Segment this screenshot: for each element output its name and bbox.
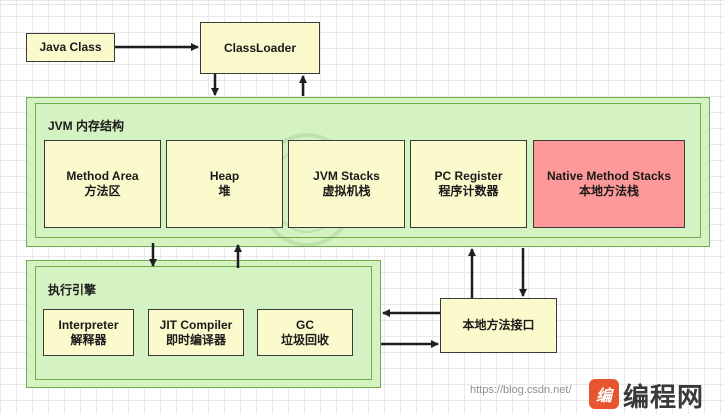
native-method-stacks-cn-label: 本地方法栈 <box>578 184 639 198</box>
native-interface-box: 本地方法接口 <box>440 298 557 353</box>
interpreter-box: Interpreter 解释器 <box>43 309 134 356</box>
jvm-memory-inner-frame <box>35 103 701 238</box>
native-interface-label: 本地方法接口 <box>462 318 535 332</box>
jit-compiler-cn-label: 即时编译器 <box>165 332 226 347</box>
jvm-memory-title: JVM 内存结构 <box>48 119 125 133</box>
jit-compiler-label: JIT Compiler <box>159 317 233 332</box>
jvm-stacks-cn-label: 虚拟机栈 <box>322 184 371 198</box>
gc-cn-label: 垃圾回收 <box>280 332 329 347</box>
jvm-stacks-box: JVM Stacks 虚拟机栈 <box>288 140 405 228</box>
logo-mark-icon: 编 <box>589 379 619 409</box>
interpreter-cn-label: 解释器 <box>70 332 107 347</box>
interpreter-label: Interpreter <box>58 317 119 332</box>
logo-text: 编程网 <box>623 382 705 412</box>
method-area-box: Method Area 方法区 <box>44 140 161 228</box>
jit-compiler-box: JIT Compiler 即时编译器 <box>148 309 244 356</box>
java-class-box: Java Class <box>26 33 115 62</box>
top-rule <box>0 4 724 5</box>
jvm-stacks-label: JVM Stacks <box>313 169 380 183</box>
classloader-box: ClassLoader <box>200 22 320 74</box>
heap-label: Heap <box>209 169 240 183</box>
site-logo: 编 编程网 <box>585 376 723 412</box>
native-method-stacks-label: Native Method Stacks <box>546 169 672 183</box>
heap-cn-label: 堆 <box>218 184 231 198</box>
method-area-cn-label: 方法区 <box>84 184 121 198</box>
classloader-label: ClassLoader <box>223 40 297 55</box>
gc-box: GC 垃圾回收 <box>257 309 353 356</box>
gc-label: GC <box>296 317 314 332</box>
execution-engine-inner-frame <box>35 266 372 380</box>
url-watermark: https://blog.csdn.net/ <box>470 384 572 396</box>
heap-box: Heap 堆 <box>166 140 283 228</box>
java-class-label: Java Class <box>39 40 102 54</box>
execution-engine-title: 执行引擎 <box>48 283 97 297</box>
pc-register-label: PC Register <box>434 169 503 183</box>
native-method-stacks-box: Native Method Stacks 本地方法栈 <box>533 140 685 228</box>
method-area-label: Method Area <box>66 169 139 183</box>
pc-register-cn-label: 程序计数器 <box>438 184 499 198</box>
pc-register-box: PC Register 程序计数器 <box>410 140 527 228</box>
